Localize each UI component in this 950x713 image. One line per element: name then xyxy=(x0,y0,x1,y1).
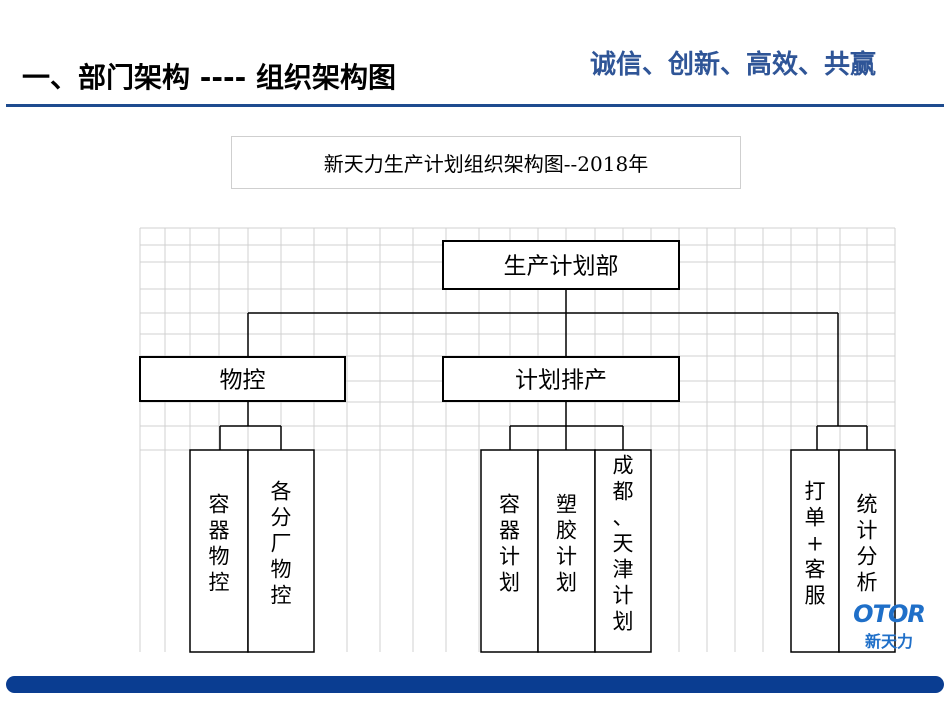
node-leaf-1-0-box xyxy=(480,449,539,653)
node-leaf-1-0-label: 容器计划 xyxy=(499,493,520,595)
node-branch-1-box xyxy=(442,356,680,402)
chart-title: 新天力生产计划组织架构图--2018年 xyxy=(231,136,741,189)
connector-lines xyxy=(219,289,868,450)
footer-bar xyxy=(6,676,944,693)
node-leaf-1-2-box xyxy=(594,449,652,653)
node-leaf-2-0-label: 打单+客服 xyxy=(805,480,826,608)
header-divider xyxy=(6,104,944,107)
node-leaf-0-0: 容器物控 xyxy=(189,449,249,653)
node-leaf-1-1: 塑胶计划 xyxy=(537,449,596,653)
node-branch-0-box xyxy=(139,356,346,402)
slogan: 诚信、创新、高效、共赢 xyxy=(590,50,877,80)
node-branch-0-label: 物控 xyxy=(220,367,266,393)
node-leaf-2-0: 打单+客服 xyxy=(790,449,840,653)
node-leaf-0-1: 各分厂物控 xyxy=(247,449,315,653)
node-leaf-1-0: 容器计划 xyxy=(480,449,539,653)
node-root-box xyxy=(442,240,680,290)
node-leaf-1-2-label: 成都、天津计划 xyxy=(613,454,634,634)
node-leaf-2-1-box xyxy=(838,449,896,653)
node-branch-0: 物控 xyxy=(139,356,346,402)
node-leaf-2-1-label: 统计分析 xyxy=(857,493,878,595)
node-branch-1: 计划排产 xyxy=(442,356,680,402)
node-root: 生产计划部 xyxy=(442,240,680,290)
node-branch-1-label: 计划排产 xyxy=(515,367,607,393)
node-leaf-1-2: 成都、天津计划 xyxy=(594,449,652,653)
node-leaf-2-1: 统计分析 xyxy=(838,449,896,653)
node-leaf-0-1-box xyxy=(247,449,315,653)
node-leaf-0-0-label: 容器物控 xyxy=(209,493,230,595)
node-leaf-1-1-label: 塑胶计划 xyxy=(556,493,577,595)
brand-logo: OTOR 新天力 xyxy=(846,600,932,652)
node-leaf-0-1-label: 各分厂物控 xyxy=(271,480,292,608)
node-root-label: 生产计划部 xyxy=(504,253,619,279)
logo-mark: OTOR xyxy=(853,600,926,628)
node-leaf-2-0-box xyxy=(790,449,840,653)
node-leaf-1-1-box xyxy=(537,449,596,653)
node-leaf-0-0-box xyxy=(189,449,249,653)
logo-name: 新天力 xyxy=(864,632,913,651)
page-title: 一、部门架构 ---- 组织架构图 xyxy=(22,61,396,94)
